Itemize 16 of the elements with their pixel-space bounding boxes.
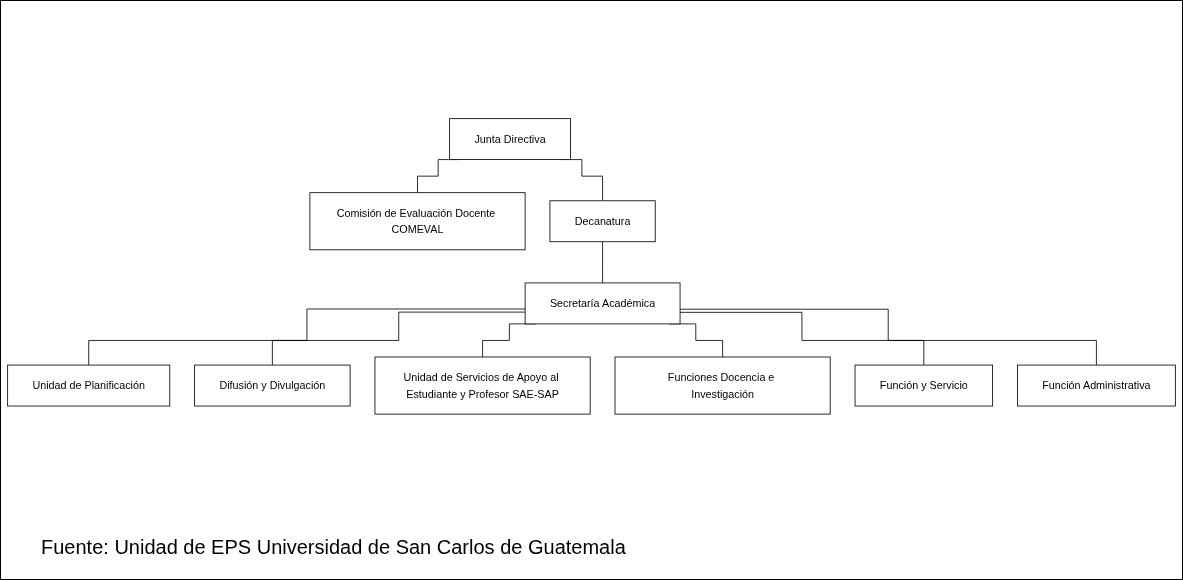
connector bbox=[679, 312, 925, 366]
node-box: Unidad de Servicios de Apoyo al Estudiante y Profesor SAE-SAP bbox=[374, 356, 591, 415]
connector bbox=[88, 308, 526, 366]
node-box: Funciones Docencia e Investigación bbox=[614, 356, 831, 415]
connector bbox=[602, 241, 603, 284]
node-box: Función Administrativa bbox=[1017, 364, 1176, 407]
connector bbox=[271, 311, 526, 366]
connector bbox=[679, 308, 1097, 366]
node-box: Junta Directiva bbox=[449, 118, 571, 161]
node-box: Unidad de Planificación bbox=[7, 364, 171, 407]
node-box: Difusión y Divulgación bbox=[194, 364, 351, 407]
source-caption: Fuente: Unidad de EPS Universidad de San Carlos de Guatemala bbox=[40, 535, 627, 560]
node-box: Comisión de Evaluación Docente COMEVAL bbox=[309, 192, 526, 251]
node-box: Secretaría Académica bbox=[524, 282, 681, 325]
node-box: Decanatura bbox=[549, 200, 656, 243]
node-box: Función y Servicio bbox=[854, 364, 994, 407]
